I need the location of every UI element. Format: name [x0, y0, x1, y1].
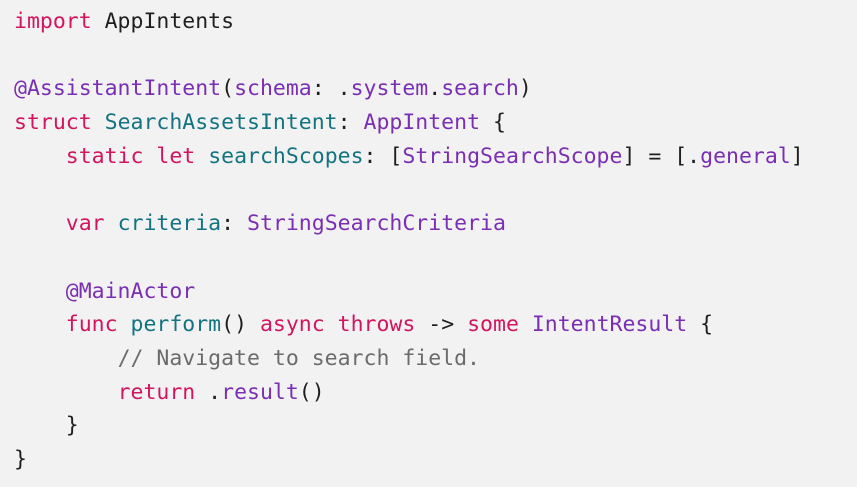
code-token-plain: (	[221, 76, 235, 102]
code-token-plain	[14, 312, 66, 337]
code-token-type: StringSearchScope	[402, 143, 623, 169]
code-token-plain: ] = [.	[622, 143, 701, 169]
code-line: struct SearchAssetsIntent: AppIntent {	[14, 106, 857, 140]
code-token-keyword: let	[156, 143, 196, 169]
code-line: @MainActor	[14, 275, 857, 309]
code-token-plain	[92, 110, 105, 135]
code-token-plain: }	[14, 446, 27, 472]
code-line: import AppIntents	[14, 5, 857, 39]
code-token-type: search	[441, 76, 519, 102]
code-token-plain: ]	[790, 143, 804, 169]
code-token-plain: : [	[363, 143, 403, 169]
code-line: // Navigate to search field.	[14, 342, 857, 376]
code-token-plain	[14, 380, 118, 405]
code-token-plain	[14, 211, 66, 236]
code-token-func: perform	[130, 312, 222, 338]
code-token-keyword: static	[65, 143, 144, 169]
code-token-plain	[325, 312, 338, 337]
code-token-type: AppIntent	[363, 110, 481, 136]
code-token-func: SearchAssetsIntent	[104, 110, 338, 136]
code-token-plain: ->	[415, 312, 468, 338]
code-token-plain: AppIntents	[91, 9, 235, 34]
code-line: }	[14, 443, 857, 477]
code-token-plain	[105, 211, 118, 236]
code-line: return .result()	[14, 376, 857, 410]
code-token-plain	[195, 144, 208, 169]
code-token-keyword: var	[65, 211, 105, 237]
code-token-attr: @AssistantIntent	[14, 76, 222, 102]
code-line: ​	[14, 241, 857, 275]
code-token-plain	[14, 279, 66, 304]
code-token-type: schema	[234, 76, 312, 102]
code-token-type: IntentResult	[531, 312, 688, 338]
code-token-type: general	[700, 143, 791, 169]
code-token-plain: {	[687, 312, 714, 338]
code-token-plain: ()	[221, 312, 260, 338]
code-token-keyword: func	[65, 312, 118, 338]
code-token-keyword: return	[117, 379, 196, 405]
code-line: @AssistantIntent(schema: .system.search)	[14, 72, 857, 106]
code-line: func perform() async throws -> some Inte…	[14, 308, 857, 342]
code-token-keyword: async	[259, 312, 325, 338]
code-token-plain: .	[195, 379, 222, 405]
code-token-plain: : .	[311, 76, 351, 102]
code-token-plain: }	[14, 413, 79, 439]
code-token-attr: @MainActor	[65, 278, 196, 304]
code-line: var criteria: StringSearchCriteria	[14, 207, 857, 241]
code-token-keyword: throws	[337, 312, 416, 338]
code-token-type: result	[221, 379, 299, 405]
code-token-plain	[519, 312, 532, 337]
code-token-keyword: struct	[14, 110, 92, 136]
code-token-plain: :	[221, 211, 248, 237]
code-token-plain	[14, 346, 118, 371]
code-token-plain: :	[337, 110, 364, 136]
code-token-plain	[14, 144, 66, 169]
code-token-func: criteria	[117, 211, 222, 237]
code-token-plain: .	[428, 76, 442, 102]
code-token-func: searchScopes	[208, 143, 364, 169]
code-token-plain: {	[480, 110, 506, 136]
code-token-type: StringSearchCriteria	[247, 211, 506, 237]
code-token-plain: )	[518, 76, 532, 102]
code-line: ​	[14, 39, 857, 73]
code-token-keyword: some	[467, 312, 519, 338]
code-token-plain	[143, 144, 156, 169]
code-token-plain	[118, 312, 131, 337]
code-token-type: system	[350, 76, 429, 102]
code-line: }	[14, 409, 857, 443]
code-token-keyword: import	[14, 9, 92, 34]
code-token-comment: // Navigate to search field.	[117, 345, 480, 371]
code-token-plain: ()	[298, 379, 325, 405]
code-line: static let searchScopes: [StringSearchSc…	[14, 140, 857, 174]
code-line: ​	[14, 173, 857, 207]
code-lines: import AppIntents​@AssistantIntent(schem…	[14, 5, 857, 477]
